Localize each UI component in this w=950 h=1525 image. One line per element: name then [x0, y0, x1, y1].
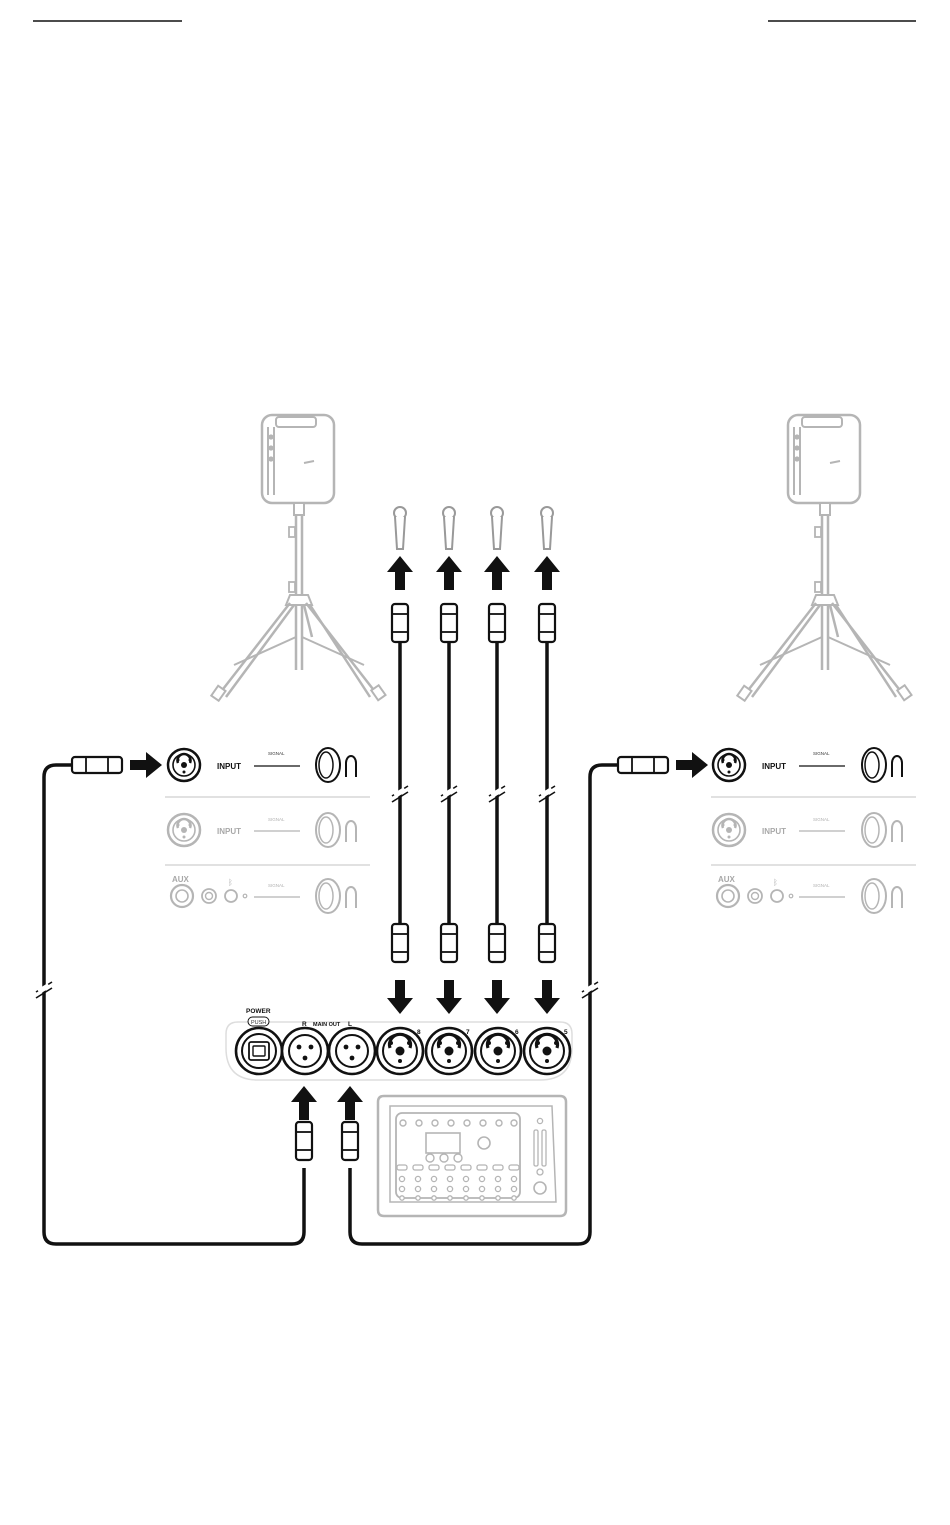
signal-label: SIGNAL: [268, 817, 285, 822]
xlr-plug-icon: [392, 604, 408, 642]
volume-knob-icon: [862, 748, 902, 782]
main-out-label: MAIN OUT: [313, 1022, 341, 1028]
left-speaker-panel: INPUT SIGNAL INPUT SIGNAL AUX ᛒ SIGNAL: [165, 748, 370, 913]
arrow-right-icon: [676, 752, 708, 778]
xlr-plug-icon: [72, 757, 122, 773]
xlr-plug-icon: [539, 924, 555, 962]
input-2-label: INPUT: [217, 827, 241, 836]
signal-label: SIGNAL: [268, 883, 285, 888]
arrow-up-icon: [436, 556, 462, 590]
right-speaker-on-stand: [737, 415, 911, 701]
input-1-label: INPUT: [762, 762, 786, 771]
power-label: POWER: [246, 1008, 271, 1015]
xlr-plug-icon: [489, 604, 505, 642]
input-1-jack-icon: [168, 749, 200, 781]
input-1-jack-icon: [713, 749, 745, 781]
arrow-down-icon: [534, 980, 560, 1014]
arrow-up-icon: [534, 556, 560, 590]
main-out-r-jack-icon: [282, 1028, 328, 1074]
input-1-label: INPUT: [217, 762, 241, 771]
volume-knob-icon: [316, 748, 356, 782]
bluetooth-icon: ᛒ: [228, 878, 233, 887]
right-speaker-panel: INPUT SIGNAL INPUT SIGNAL AUX ᛒ SIGNAL: [711, 748, 916, 913]
arrow-down-icon: [387, 980, 413, 1014]
xlr-plug-icon: [441, 604, 457, 642]
signal-label: SIGNAL: [813, 817, 830, 822]
speaker-cables: [36, 752, 708, 1244]
aux-label: AUX: [172, 875, 190, 884]
volume-knob-icon: [862, 813, 902, 847]
xlr-plug-icon: [296, 1122, 312, 1160]
power-connector-icon: [236, 1028, 282, 1074]
volume-knob-icon: [862, 879, 902, 913]
input-2-label: INPUT: [762, 827, 786, 836]
input-2-jack-icon: [713, 814, 745, 846]
left-speaker-on-stand: [211, 415, 385, 701]
input-2-jack-icon: [168, 814, 200, 846]
arrow-down-icon: [436, 980, 462, 1014]
microphone-icon: [394, 507, 406, 549]
xlr-plug-icon: [342, 1122, 358, 1160]
arrow-up-icon: [291, 1086, 317, 1120]
signal-label: SIGNAL: [268, 751, 285, 756]
arrow-up-icon: [387, 556, 413, 590]
microphone-icon: [443, 507, 455, 549]
arrow-right-icon: [130, 752, 162, 778]
xlr-plug-icon: [441, 924, 457, 962]
xlr-plug-icon: [618, 757, 668, 773]
signal-label: SIGNAL: [813, 751, 830, 756]
signal-label: SIGNAL: [813, 883, 830, 888]
volume-knob-icon: [316, 879, 356, 913]
volume-knob-icon: [316, 813, 356, 847]
bluetooth-icon: ᛒ: [773, 878, 778, 887]
arrow-up-icon: [484, 556, 510, 590]
microphone-icon: [491, 507, 503, 549]
mixer: POWER PUSH R MAIN OUT L 8 7 6 5: [226, 1008, 572, 1216]
arrow-up-icon: [337, 1086, 363, 1120]
channel-8-label: 8: [417, 1029, 421, 1036]
channel-5-label: 5: [564, 1029, 568, 1036]
mixer-top-icon: [378, 1096, 566, 1216]
push-label: PUSH: [251, 1020, 266, 1026]
channel-6-label: 6: [515, 1029, 519, 1036]
xlr-plug-icon: [489, 924, 505, 962]
microphone-icon: [541, 507, 553, 549]
arrow-down-icon: [484, 980, 510, 1014]
xlr-plug-icon: [392, 924, 408, 962]
aux-label: AUX: [718, 875, 736, 884]
xlr-plug-icon: [539, 604, 555, 642]
main-out-l-jack-icon: [329, 1028, 375, 1074]
mic-cables: [387, 556, 560, 1014]
channel-7-label: 7: [466, 1029, 470, 1036]
